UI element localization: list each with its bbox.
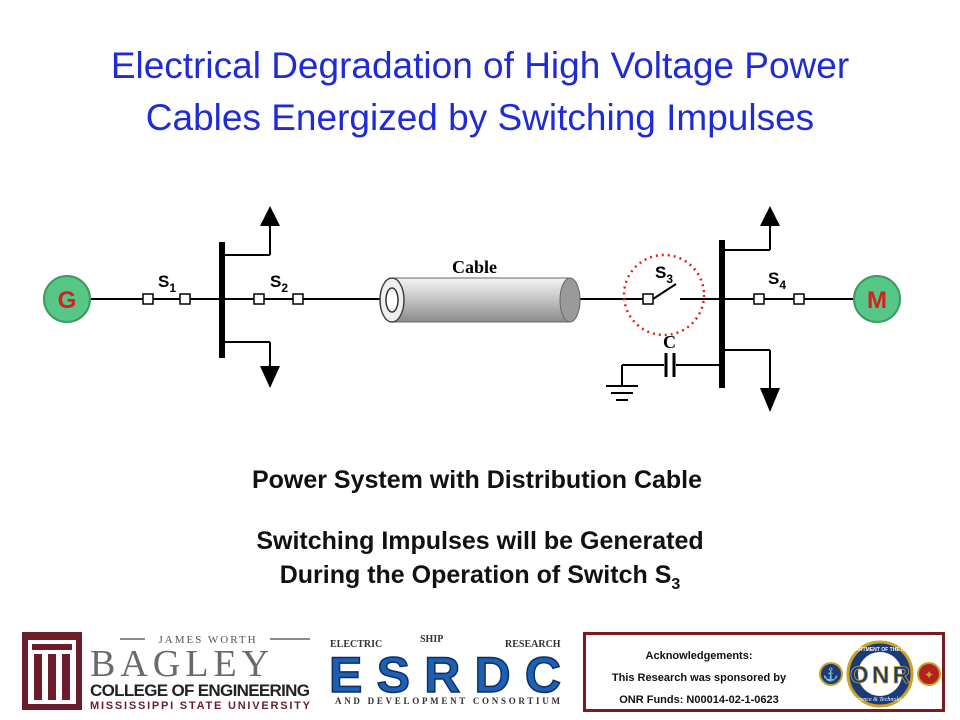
- esrdc-logo: ELECTRIC SHIP RESEARCH ESRDC AND DEVELOP…: [328, 634, 562, 706]
- ack-sponsor: This Research was sponsored by: [611, 672, 787, 684]
- bagley-line-3: COLLEGE OF ENGINEERING: [90, 681, 310, 700]
- esrdc-main: ESRDC: [329, 647, 561, 703]
- right-bus: [719, 222, 771, 388]
- svg-text:✦: ✦: [924, 668, 934, 682]
- onr-main: ONR: [850, 662, 910, 689]
- switch-s4: S4: [753, 269, 805, 305]
- s3-highlight-circle: [622, 253, 706, 337]
- title-line-2: Cables Energized by Switching Impulses: [145, 97, 815, 138]
- slide-title: Electrical Degradation of High Voltage P…: [0, 40, 960, 144]
- capacitor-branch: [606, 364, 722, 401]
- power-system-diagram: G M S1 S2 Cable S3: [43, 206, 901, 412]
- esrdc-top-word-1: ELECTRIC: [330, 639, 382, 650]
- switch-s1: S1: [142, 272, 191, 305]
- switch-s1-label: S1: [158, 272, 176, 295]
- esrdc-top-word-2: SHIP: [420, 634, 443, 645]
- capacitor-label: C: [663, 332, 676, 352]
- acknowledgements-box: Acknowledgements: This Research was spon…: [583, 632, 945, 712]
- esrdc-top-word-3: RESEARCH: [505, 639, 561, 650]
- onr-logo: ⚓ ✦ ONR DEPARTMENT OF THE NAVY Science &…: [819, 640, 941, 708]
- switch-s3-label: S3: [655, 263, 673, 286]
- marine-emblem-icon: [917, 662, 941, 686]
- svg-text:⚓: ⚓: [823, 667, 839, 682]
- motor-icon: M: [853, 275, 901, 323]
- cable-label: Cable: [452, 257, 497, 277]
- generator-icon: G: [43, 275, 91, 323]
- acknowledgements-text: Acknowledgements: This Research was spon…: [594, 645, 804, 711]
- right-bus-down-arrow: [760, 388, 780, 412]
- right-bus-up-arrow: [760, 206, 780, 226]
- ack-heading: Acknowledgements:: [645, 650, 753, 662]
- motor-label: M: [867, 287, 887, 314]
- left-bus-up-arrow: [260, 206, 280, 226]
- onr-ring-text: DEPARTMENT OF THE NAVY: [846, 647, 916, 653]
- cable-icon: Cable: [379, 257, 581, 323]
- ack-funds: ONR Funds: N00014-02-1-0623: [619, 694, 779, 706]
- switch-s2: S2: [253, 272, 304, 305]
- switch-s2-label: S2: [270, 272, 288, 295]
- bagley-line-2: BAGLEY: [90, 643, 274, 685]
- switching-impulse-note: Switching Impulses will be Generated Dur…: [0, 524, 960, 602]
- anchor-icon: [819, 662, 843, 686]
- left-bus: [219, 222, 271, 368]
- note-line-1: Switching Impulses will be Generated: [256, 527, 704, 555]
- bagley-line-1: JAMES WORTH: [158, 634, 257, 646]
- title-line-1: Electrical Degradation of High Voltage P…: [110, 45, 850, 86]
- diagram-caption: Power System with Distribution Cable: [251, 466, 703, 494]
- onr-bottom-text: Science & Technology: [853, 697, 907, 703]
- bagley-line-4: MISSISSIPPI STATE UNIVERSITY: [90, 700, 311, 712]
- note-line-2: During the Operation of Switch S3: [279, 561, 681, 593]
- left-bus-down-arrow: [260, 366, 280, 388]
- bagley-college-logo: JAMES WORTH BAGLEY COLLEGE OF ENGINEERIN…: [22, 632, 311, 712]
- capacitor-icon: [664, 353, 676, 377]
- switch-s4-label: S4: [768, 269, 786, 292]
- generator-label: G: [58, 287, 77, 314]
- switch-s3: S3: [642, 263, 677, 305]
